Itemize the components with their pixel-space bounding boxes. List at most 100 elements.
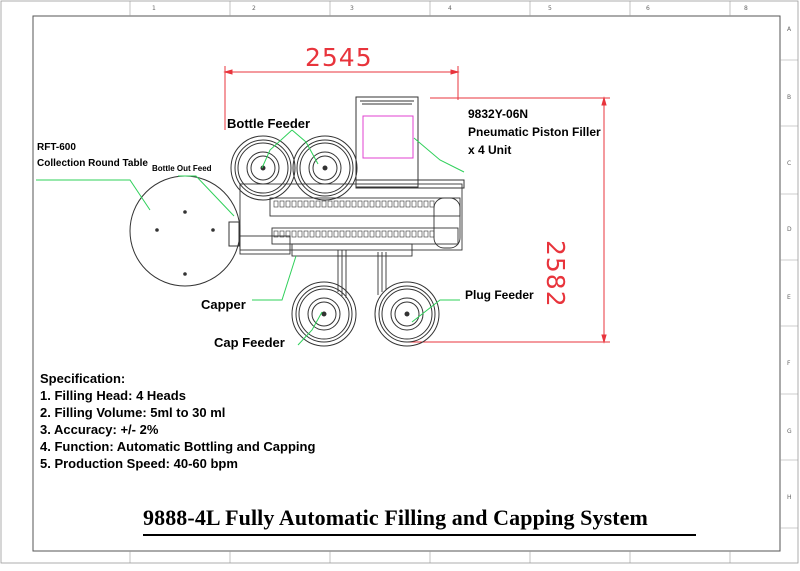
chain-link: [315, 200, 321, 208]
chain-link: [429, 200, 435, 208]
row-tick: E: [787, 294, 791, 301]
height-dimension: [408, 96, 610, 344]
chain-link: [273, 230, 279, 238]
chain-link: [405, 200, 411, 208]
filler-model-label: 9832Y-06N: [468, 107, 529, 121]
drawing-title: 9888-4L Fully Automatic Filling and Capp…: [143, 505, 648, 530]
feeder-bowl: [292, 135, 358, 201]
chain-link: [423, 230, 429, 238]
column-tick: 6: [646, 5, 650, 12]
chain-link: [303, 200, 309, 208]
spec-item: 1. Filling Head: 4 Heads: [40, 388, 186, 403]
row-tick: C: [787, 160, 792, 167]
chain-link: [363, 230, 369, 238]
width-dimension: [223, 66, 460, 130]
height-dimension-value: 2582: [541, 240, 570, 308]
spec-item: 3. Accuracy: +/- 2%: [40, 422, 159, 437]
rft-model-label: RFT-600: [37, 142, 76, 153]
chain-link: [429, 230, 435, 238]
capper-label: Capper: [201, 297, 246, 312]
row-tick: F: [787, 360, 791, 367]
chain-link: [399, 230, 405, 238]
chain-link: [339, 230, 345, 238]
filler-name-label: Pneumatic Piston Filler: [468, 125, 601, 139]
row-tick: G: [787, 428, 792, 435]
row-tick: D: [787, 226, 792, 233]
width-dimension-value: 2545: [305, 43, 373, 72]
column-tick: 1: [152, 5, 156, 12]
feeder-bowl: [230, 135, 296, 201]
filler-units-label: x 4 Unit: [468, 143, 512, 157]
specification-heading: Specification:: [40, 371, 126, 386]
bottle-out-feed-label: Bottle Out Feed: [152, 164, 212, 173]
title-underline: [143, 534, 696, 536]
chain-link: [393, 200, 399, 208]
cap-feeder-label: Cap Feeder: [214, 335, 285, 350]
chain-link: [387, 200, 393, 208]
feeder-bowl: [291, 281, 357, 347]
chain-link: [273, 200, 279, 208]
chain-link: [369, 200, 375, 208]
column-tick: 4: [448, 5, 452, 12]
collection-round-table: [129, 175, 241, 287]
conveyor-frame: [239, 183, 463, 257]
spec-item: 5. Production Speed: 40-60 bpm: [40, 456, 238, 471]
chain-link: [333, 230, 339, 238]
chain-link: [327, 230, 333, 238]
chain-link: [279, 200, 285, 208]
chain-link: [423, 200, 429, 208]
chain-link: [285, 230, 291, 238]
chain-link: [345, 200, 351, 208]
chain-link: [363, 200, 369, 208]
bottle-feeder-label: Bottle Feeder: [227, 116, 311, 131]
row-tick: B: [787, 94, 792, 101]
leader-lines: [36, 129, 465, 346]
column-tick: 8: [744, 5, 748, 12]
column-tick: 2: [252, 5, 256, 12]
chain-link: [387, 230, 393, 238]
chain-link: [381, 230, 387, 238]
piston-filler-unit: [355, 96, 465, 189]
chain-link: [381, 200, 387, 208]
plug-feeder-label: Plug Feeder: [465, 288, 534, 302]
chain-link: [315, 230, 321, 238]
conveyor-chain: [273, 200, 435, 238]
feeder-bowls: [230, 135, 440, 347]
spec-item: 2. Filling Volume: 5ml to 30 ml: [40, 405, 226, 420]
chain-link: [291, 200, 297, 208]
chain-link: [417, 200, 423, 208]
chain-link: [369, 230, 375, 238]
chain-link: [357, 200, 363, 208]
collection-round-table-label: Collection Round Table: [37, 158, 148, 169]
chain-link: [297, 230, 303, 238]
chain-link: [357, 230, 363, 238]
spec-item: 4. Function: Automatic Bottling and Capp…: [40, 439, 316, 454]
chain-link: [291, 230, 297, 238]
feeder-chutes: [337, 250, 387, 298]
inner-border: [32, 15, 781, 552]
chain-link: [345, 230, 351, 238]
column-tick: 5: [548, 5, 552, 12]
chain-link: [285, 200, 291, 208]
chain-link: [321, 200, 327, 208]
column-tick: 3: [350, 5, 354, 12]
chain-link: [411, 230, 417, 238]
chain-link: [279, 230, 285, 238]
chain-link: [417, 230, 423, 238]
row-tick: A: [787, 26, 792, 33]
chain-link: [375, 230, 381, 238]
chain-link: [321, 230, 327, 238]
chain-link: [333, 200, 339, 208]
chain-link: [327, 200, 333, 208]
chain-link: [297, 200, 303, 208]
chain-link: [393, 230, 399, 238]
chain-link: [411, 200, 417, 208]
chain-link: [405, 230, 411, 238]
chain-link: [351, 230, 357, 238]
chain-link: [351, 200, 357, 208]
chain-link: [399, 200, 405, 208]
chain-link: [375, 200, 381, 208]
